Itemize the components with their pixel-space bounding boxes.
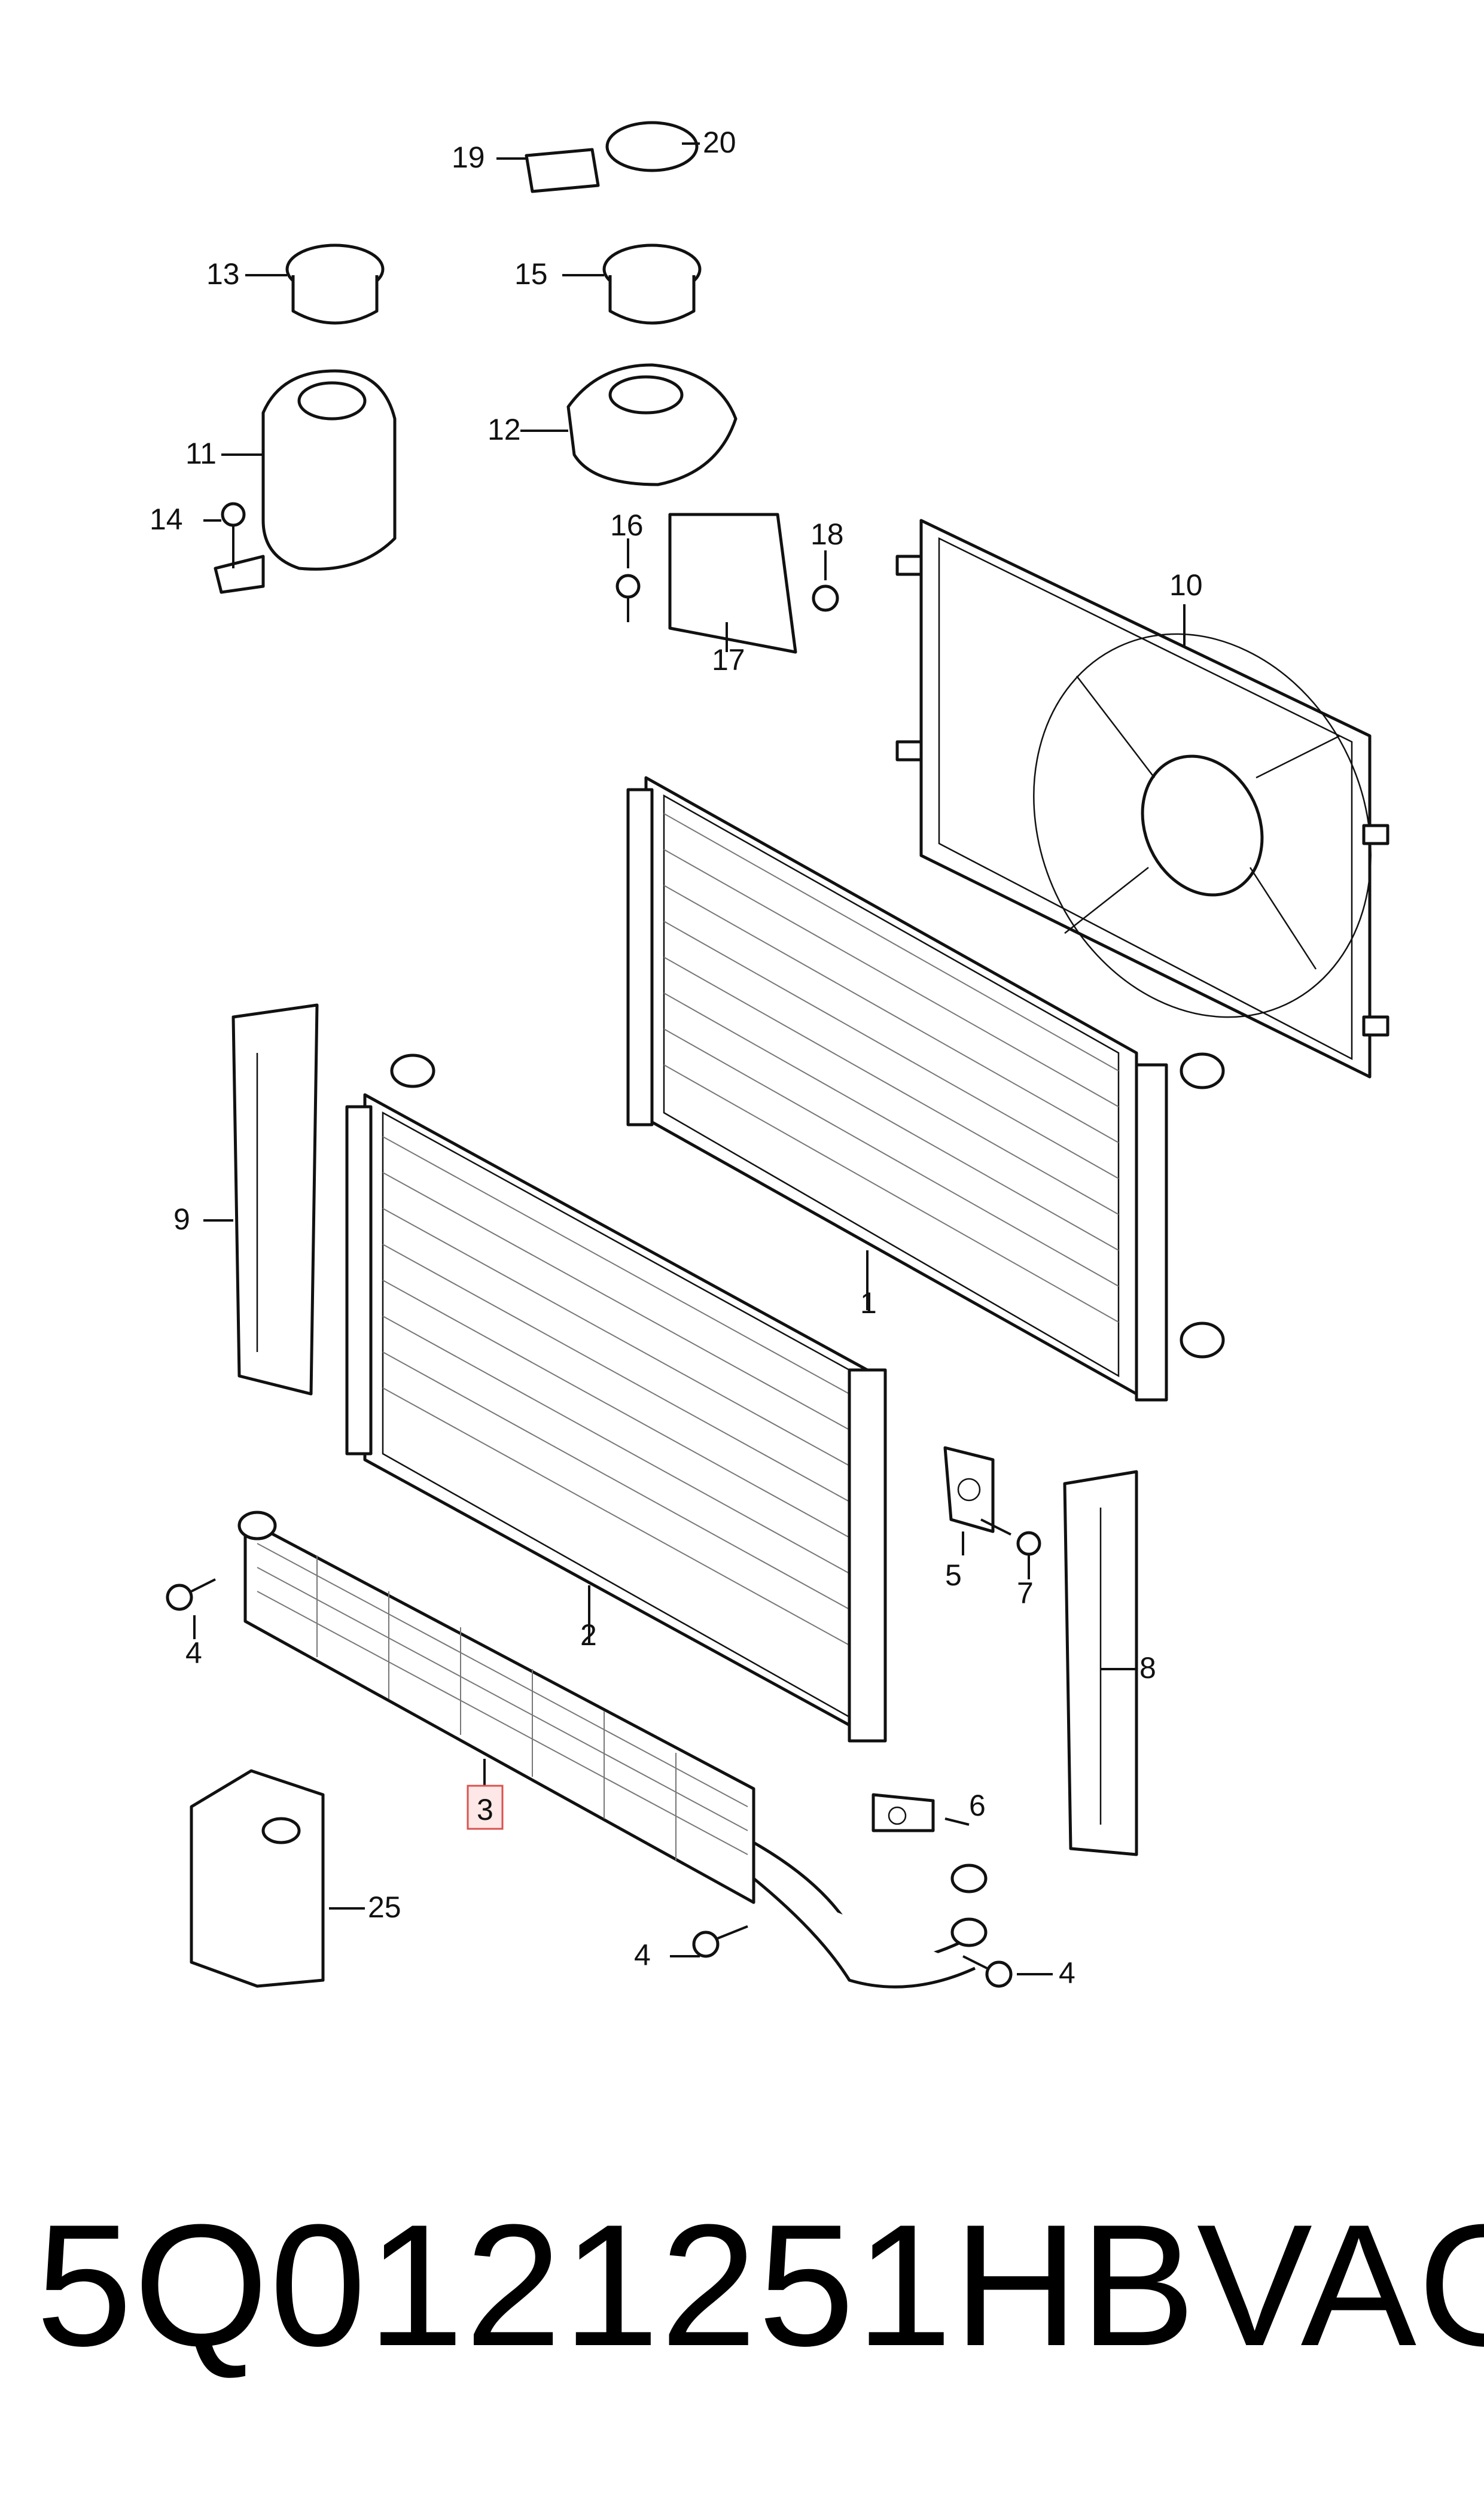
fan-shroud: [895, 519, 1389, 1079]
part-number: 5Q0121251HB: [36, 2188, 1197, 2382]
callout-14: 14: [150, 503, 183, 536]
bolt-14: [221, 502, 246, 568]
nut-18: [812, 584, 839, 612]
bolt-16: [615, 574, 641, 622]
callout-9: 9: [173, 1202, 190, 1236]
coolant-canister: [190, 1769, 325, 1988]
callout-10: 10: [1169, 568, 1203, 602]
side-seal-left: [231, 1003, 319, 1396]
callout-15: 15: [514, 257, 548, 291]
callout-8: 8: [1139, 1651, 1156, 1685]
callout-7: 7: [1017, 1576, 1034, 1610]
tank-bracket-17: [668, 513, 797, 654]
mount-bracket-6: [871, 1793, 935, 1832]
callout-4-bottom: 4: [634, 1938, 651, 1972]
callout-4-left: 4: [185, 1636, 202, 1670]
leader-lines: [193, 142, 1186, 1975]
bolt-7: [980, 1518, 1041, 1556]
callout-3: 3: [477, 1793, 493, 1826]
callout-13: 13: [206, 257, 240, 291]
radiator: [626, 776, 1225, 1402]
callout-17: 17: [712, 643, 745, 677]
callout-20: 20: [703, 126, 736, 159]
bolt-4-left: [166, 1578, 216, 1611]
cap-15: [602, 243, 702, 325]
callout-11: 11: [185, 437, 217, 470]
bolt-4-bottom: [692, 1925, 748, 1958]
label-tag-19: [525, 148, 600, 193]
expansion-tank-right: [566, 363, 738, 486]
callout-16: 16: [610, 509, 644, 542]
expansion-tank-left: [214, 369, 397, 594]
auxiliary-radiator: [237, 1511, 988, 1989]
callout-2: 2: [580, 1618, 597, 1652]
callout-4-right: 4: [1059, 1956, 1075, 1990]
bolt-4-right: [962, 1955, 1013, 1988]
callout-18: 18: [810, 517, 844, 551]
radiator-2: [345, 1054, 887, 1743]
callout-numbers: 1 2 3 4 4 4 5 6 7 8 9 10 11 12 13 14 15 …: [150, 126, 1203, 1990]
callout-19: 19: [452, 141, 485, 174]
callout-1: 1: [860, 1286, 877, 1320]
callout-6: 6: [969, 1789, 986, 1822]
highlight-box-3: [467, 1785, 504, 1830]
sticker-20: [605, 121, 699, 172]
callout-5: 5: [945, 1558, 962, 1592]
side-seal-right: [1063, 1470, 1138, 1856]
brand-name: VAG: [1196, 2188, 1484, 2382]
mount-bracket-5: [943, 1446, 995, 1533]
callout-25: 25: [368, 1890, 401, 1924]
caption: 5Q0121251HB VAG: [36, 2188, 1484, 2382]
callout-12: 12: [487, 413, 521, 446]
cap-13: [285, 243, 385, 325]
